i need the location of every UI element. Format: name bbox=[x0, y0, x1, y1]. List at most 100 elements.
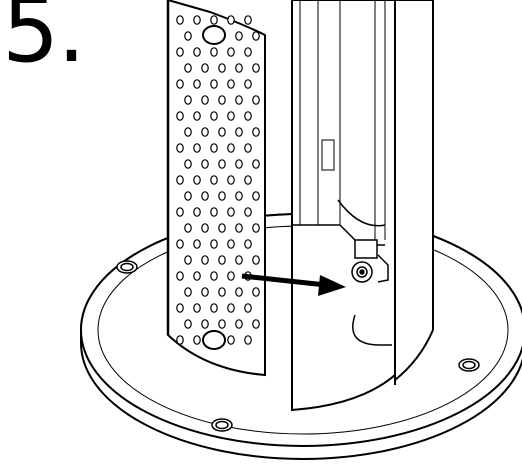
perforation-hole bbox=[176, 79, 184, 89]
post-frame bbox=[291, 0, 434, 412]
perforation-hole bbox=[201, 63, 209, 73]
perforation-hole bbox=[244, 79, 252, 89]
perforation-hole bbox=[176, 47, 184, 57]
perforation-hole bbox=[193, 239, 201, 249]
perforation-hole bbox=[201, 287, 209, 297]
perforation-hole bbox=[252, 255, 260, 265]
perforation-hole bbox=[210, 303, 218, 313]
perforation-hole bbox=[218, 63, 226, 73]
perforation-hole bbox=[176, 271, 184, 281]
perforation-hole bbox=[227, 207, 235, 217]
perforation-hole bbox=[227, 47, 235, 57]
perforation-hole bbox=[193, 47, 201, 57]
perforation-hole bbox=[218, 287, 226, 297]
perforation-hole bbox=[227, 175, 235, 185]
perforation-hole bbox=[201, 191, 209, 201]
perforation-hole bbox=[201, 95, 209, 105]
perforation-hole bbox=[210, 15, 218, 25]
perforation-hole bbox=[252, 223, 260, 233]
perforation-hole bbox=[244, 239, 252, 249]
perforation-hole bbox=[184, 31, 192, 41]
perforation-hole bbox=[176, 15, 184, 25]
perforation-hole bbox=[227, 111, 235, 121]
perforation-hole bbox=[184, 287, 192, 297]
perforation-hole bbox=[252, 127, 260, 137]
perforation-hole bbox=[244, 143, 252, 153]
perforation-hole bbox=[193, 143, 201, 153]
perforation-hole bbox=[218, 223, 226, 233]
perforation-hole bbox=[252, 287, 260, 297]
perforation-hole bbox=[210, 143, 218, 153]
perforation-hole bbox=[184, 319, 192, 329]
perforation-hole bbox=[252, 31, 260, 41]
perforation-hole bbox=[218, 319, 226, 329]
perforation-hole bbox=[193, 335, 201, 345]
perforation-hole bbox=[176, 335, 184, 345]
perforation-hole bbox=[210, 47, 218, 57]
perforation-hole bbox=[193, 79, 201, 89]
perforation-hole bbox=[227, 79, 235, 89]
perforation-hole bbox=[252, 319, 260, 329]
perforation-hole bbox=[201, 223, 209, 233]
perforation-hole bbox=[218, 127, 226, 137]
perforation-hole bbox=[193, 303, 201, 313]
perforation-hole bbox=[193, 111, 201, 121]
perforation-hole bbox=[193, 175, 201, 185]
perforation-hole bbox=[235, 159, 243, 169]
perforation-hole bbox=[184, 255, 192, 265]
perforation-hole bbox=[244, 47, 252, 57]
perforation-hole bbox=[227, 271, 235, 281]
perforation-hole bbox=[184, 127, 192, 137]
perforation-hole bbox=[244, 111, 252, 121]
perforation-hole bbox=[235, 95, 243, 105]
perforation-hole bbox=[218, 255, 226, 265]
perforation-hole bbox=[235, 287, 243, 297]
perforation-hole bbox=[235, 319, 243, 329]
perforation-hole bbox=[227, 143, 235, 153]
perforation-hole bbox=[176, 143, 184, 153]
step-number: 5. bbox=[2, 0, 86, 83]
perforation-hole bbox=[193, 15, 201, 25]
perforation-hole bbox=[176, 239, 184, 249]
perforation-hole bbox=[244, 303, 252, 313]
perforation-hole bbox=[227, 15, 235, 25]
perforation-hole bbox=[235, 223, 243, 233]
perforation-hole bbox=[210, 79, 218, 89]
perforation-hole bbox=[201, 127, 209, 137]
perforation-hole bbox=[235, 127, 243, 137]
perforation-hole bbox=[176, 111, 184, 121]
perforation-hole bbox=[235, 31, 243, 41]
perforation-hole bbox=[201, 159, 209, 169]
perforation-hole bbox=[218, 159, 226, 169]
perforation-hole bbox=[235, 191, 243, 201]
perforation-hole bbox=[244, 335, 252, 345]
perforation-hole bbox=[227, 335, 235, 345]
perforation-hole bbox=[193, 271, 201, 281]
perforation-hole bbox=[244, 15, 252, 25]
perforation-hole bbox=[210, 207, 218, 217]
perforation-hole bbox=[218, 95, 226, 105]
perforation-hole bbox=[235, 255, 243, 265]
perforation-hole bbox=[184, 191, 192, 201]
perforation-hole bbox=[218, 191, 226, 201]
perforation-hole bbox=[184, 63, 192, 73]
perforation-hole bbox=[252, 95, 260, 105]
perforation-hole bbox=[184, 223, 192, 233]
cover-mount-holes bbox=[202, 25, 226, 350]
perforation-hole bbox=[176, 207, 184, 217]
perforation-hole bbox=[227, 303, 235, 313]
perforation-hole bbox=[210, 111, 218, 121]
perforation-hole bbox=[252, 63, 260, 73]
perforation-hole bbox=[210, 239, 218, 249]
perforation-hole bbox=[184, 159, 192, 169]
perforation-hole bbox=[210, 271, 218, 281]
perforation-hole bbox=[193, 207, 201, 217]
cover-perforations bbox=[176, 15, 260, 345]
perforation-hole bbox=[235, 63, 243, 73]
perforation-hole bbox=[201, 255, 209, 265]
perforation-hole bbox=[176, 303, 184, 313]
perforation-hole bbox=[227, 239, 235, 249]
perforation-hole bbox=[244, 207, 252, 217]
